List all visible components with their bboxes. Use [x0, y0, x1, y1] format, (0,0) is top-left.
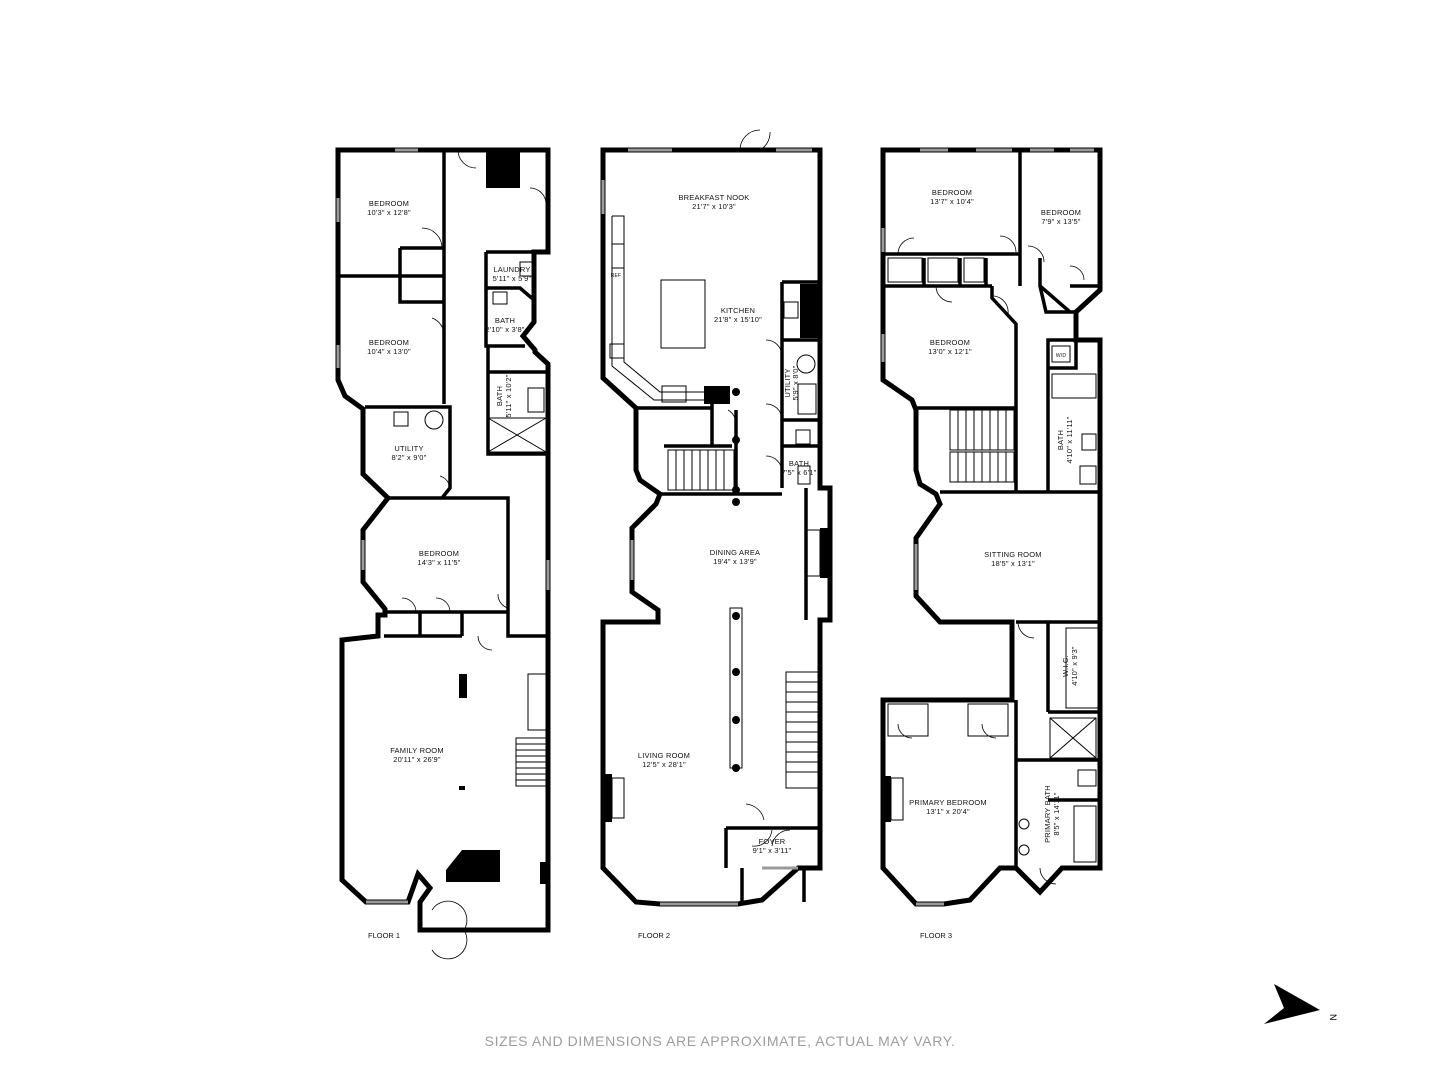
f1-laundry-name: LAUNDRY — [493, 265, 530, 274]
f2-bath-dims: 7'5" x 6'1" — [782, 468, 817, 477]
f2-foyer-dims: 9'1" x 3'11" — [753, 846, 792, 855]
f2-breakfast-nook-dims: 21'7" x 10'3" — [692, 202, 736, 211]
f3-bedroom-2-name: BEDROOM — [1041, 208, 1081, 217]
f2-breakfast-nook-name: BREAKFAST NOOK — [678, 193, 749, 202]
f3-bedroom-3-dims: 13'0" x 12'1" — [928, 347, 972, 356]
f2-living-room-dims: 12'5" x 28'1" — [642, 760, 686, 769]
f2-bath-name: BATH — [789, 459, 809, 468]
f2-fridge-label: REF — [611, 273, 622, 279]
floor-2-plan — [600, 129, 833, 907]
f3-sitting-room-dims: 18'5" x 13'1" — [991, 559, 1035, 568]
f3-washer-dryer-label: W/D — [1056, 353, 1067, 359]
floor-3-plan — [880, 147, 1103, 907]
f2-utility-dims: 5'9" x 8'0" — [791, 365, 800, 400]
f2-foyer-name: FOYER — [759, 837, 786, 846]
floor-1-label: FLOOR 1 — [368, 931, 400, 940]
f1-bath-name: BATH — [495, 386, 504, 406]
north-arrow-icon — [1264, 984, 1320, 1024]
f3-bath-dims: 4'10" x 11'11" — [1065, 416, 1074, 463]
f1-bath-small-name: BATH — [495, 316, 515, 325]
f1-bedroom-2-name: BEDROOM — [369, 338, 409, 347]
floor-3-label: FLOOR 3 — [920, 931, 952, 940]
north-label: N — [1328, 1014, 1338, 1021]
f2-dining-area-dims: 19'4" x 13'9" — [713, 557, 757, 566]
f1-bedroom-3-name: BEDROOM — [419, 549, 459, 558]
f2-utility-name: UTILITY — [783, 368, 792, 397]
f3-wic-name: W.I.C. — [1061, 655, 1070, 677]
f1-bath-small-dims: 2'10" x 3'8" — [485, 325, 524, 334]
floor-2-label: FLOOR 2 — [638, 931, 670, 940]
f3-primary-bath-name: PRIMARY BATH — [1043, 785, 1052, 843]
f3-wic-dims: 4'10" x 9'3" — [1070, 646, 1079, 685]
f3-bedroom-1-dims: 13'7" x 10'4" — [930, 197, 974, 206]
f3-bath-name: BATH — [1056, 430, 1065, 450]
f3-bedroom-3-name: BEDROOM — [930, 338, 970, 347]
f2-kitchen-dims: 21'8" x 15'10" — [714, 315, 762, 324]
f2-living-room-name: LIVING ROOM — [638, 751, 690, 760]
f3-primary-bath-dims: 8'5" x 14'11" — [1052, 792, 1061, 835]
f2-dining-area-name: DINING AREA — [710, 548, 761, 557]
f1-bedroom-2-dims: 10'4" x 13'0" — [367, 347, 411, 356]
f1-laundry-dims: 5'11" x 5'9" — [493, 274, 532, 283]
f3-primary-bedroom-name: PRIMARY BEDROOM — [909, 798, 987, 807]
f1-bedroom-3-dims: 14'3" x 11'5" — [417, 558, 460, 567]
f1-bedroom-1-name: BEDROOM — [369, 199, 409, 208]
f3-sitting-room-name: SITTING ROOM — [984, 550, 1041, 559]
f1-bath-dims: 5'11" x 10'2" — [504, 374, 513, 417]
f1-utility-dims: 8'2" x 9'0" — [392, 453, 427, 462]
f3-primary-bedroom-dims: 13'1" x 20'4" — [926, 807, 970, 816]
f1-utility-name: UTILITY — [394, 444, 423, 453]
f1-family-room-name: FAMILY ROOM — [390, 746, 444, 755]
f1-family-room-dims: 20'11" x 26'9" — [393, 755, 441, 764]
f3-bedroom-1-name: BEDROOM — [932, 188, 972, 197]
disclaimer-text: SIZES AND DIMENSIONS ARE APPROXIMATE, AC… — [484, 1033, 956, 1049]
f2-kitchen-name: KITCHEN — [721, 306, 755, 315]
f1-bedroom-1-dims: 10'3" x 12'8" — [367, 208, 411, 217]
floor-1-plan — [335, 147, 551, 960]
f3-bedroom-2-dims: 7'9" x 13'5" — [1041, 217, 1080, 226]
